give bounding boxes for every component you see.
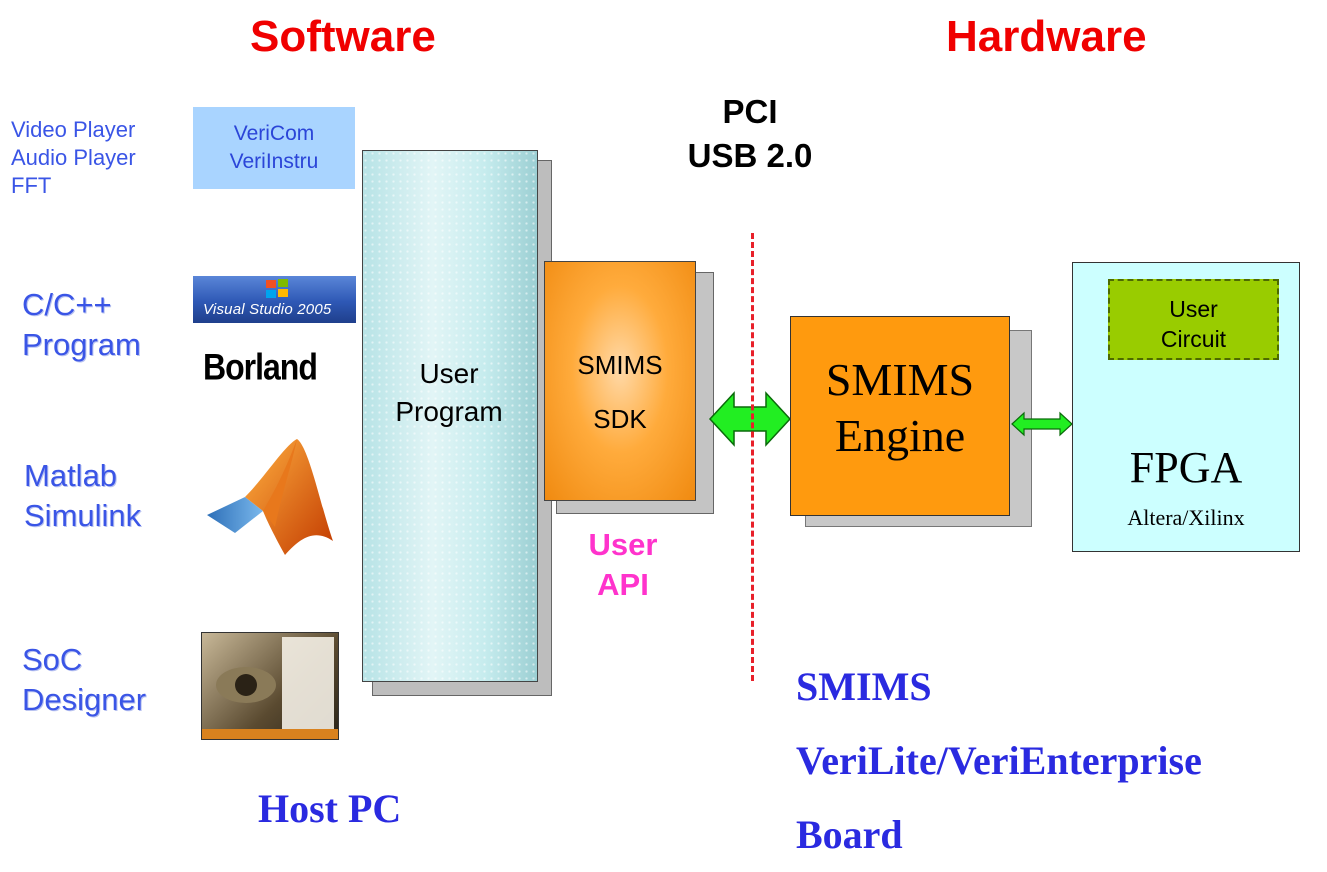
soc-designer-box-icon xyxy=(201,632,339,740)
user-program-label: User Program xyxy=(362,355,536,431)
user-api-line1: User xyxy=(588,527,658,562)
fpga-title: FPGA xyxy=(1129,443,1243,492)
soc-line2: Designer xyxy=(22,682,147,717)
user-program-line2: Program xyxy=(395,396,503,427)
smims-sdk-block xyxy=(544,261,696,501)
vericom-label: VeriCom xyxy=(233,122,315,145)
soc-label: SoC Designer xyxy=(22,640,146,720)
list-item: Video Player xyxy=(11,117,136,142)
engine-line1: SMIMS xyxy=(825,354,975,405)
user-circuit-label: User Circuit xyxy=(1108,294,1279,354)
board-line3: Board xyxy=(796,812,903,857)
fpga-vendors: Altera/Xilinx xyxy=(1127,505,1245,530)
smims-engine-block xyxy=(790,316,1010,516)
bus-double-arrow-icon xyxy=(708,391,792,447)
borland-logo-icon: Borland xyxy=(203,346,318,388)
vericom-box: VeriCom VeriInstru xyxy=(193,107,355,189)
matlab-logo-icon xyxy=(207,439,333,555)
cpp-label: C/C++ Program xyxy=(22,285,141,365)
user-circuit-line2: Circuit xyxy=(1160,326,1227,352)
cpp-line2: Program xyxy=(22,327,141,362)
user-circuit-line1: User xyxy=(1169,296,1218,322)
host-pc-label: Host PC xyxy=(258,786,402,831)
engine-line2: Engine xyxy=(834,410,966,461)
sdk-line2: SDK xyxy=(593,404,647,434)
user-api-label: User API xyxy=(578,525,668,605)
hardware-heading: Hardware xyxy=(946,12,1147,61)
bus-pci: PCI xyxy=(722,93,778,130)
engine-fpga-double-arrow-icon xyxy=(1011,411,1073,437)
list-item: Audio Player xyxy=(11,145,136,170)
windows-flag-icon xyxy=(266,279,288,298)
user-program-texture xyxy=(362,150,536,680)
vericom-app-list: Video Player Audio Player FFT xyxy=(11,116,136,200)
matlab-label: Matlab Simulink xyxy=(24,456,141,536)
smims-sdk-label: SMIMS SDK xyxy=(544,338,696,446)
visual-studio-text: Visual Studio 2005 xyxy=(203,301,332,318)
user-circuit-block xyxy=(1108,279,1279,360)
sdk-line1: SMIMS xyxy=(577,350,663,380)
matlab-line1: Matlab xyxy=(24,458,118,493)
veriinstru-label: VeriInstru xyxy=(229,150,319,173)
list-item: FFT xyxy=(11,173,52,198)
visual-studio-logo-icon: Visual Studio 2005 xyxy=(193,276,356,323)
matlab-line2: Simulink xyxy=(24,498,142,533)
board-line1: SMIMS xyxy=(796,664,932,709)
smims-engine-label: SMIMS Engine xyxy=(790,352,1010,464)
board-line2: VeriLite/VeriEnterprise xyxy=(796,738,1202,783)
bus-usb: USB 2.0 xyxy=(687,137,813,174)
board-label: SMIMS VeriLite/VeriEnterprise Board xyxy=(796,650,1202,872)
soc-line1: SoC xyxy=(22,642,83,677)
software-heading: Software xyxy=(250,12,436,61)
cpp-line1: C/C++ xyxy=(22,287,112,322)
user-api-line2: API xyxy=(597,567,649,602)
sw-hw-boundary-line xyxy=(751,233,754,681)
user-program-line1: User xyxy=(419,358,479,389)
bus-label: PCI USB 2.0 xyxy=(650,90,850,178)
eye-icon xyxy=(202,637,338,739)
